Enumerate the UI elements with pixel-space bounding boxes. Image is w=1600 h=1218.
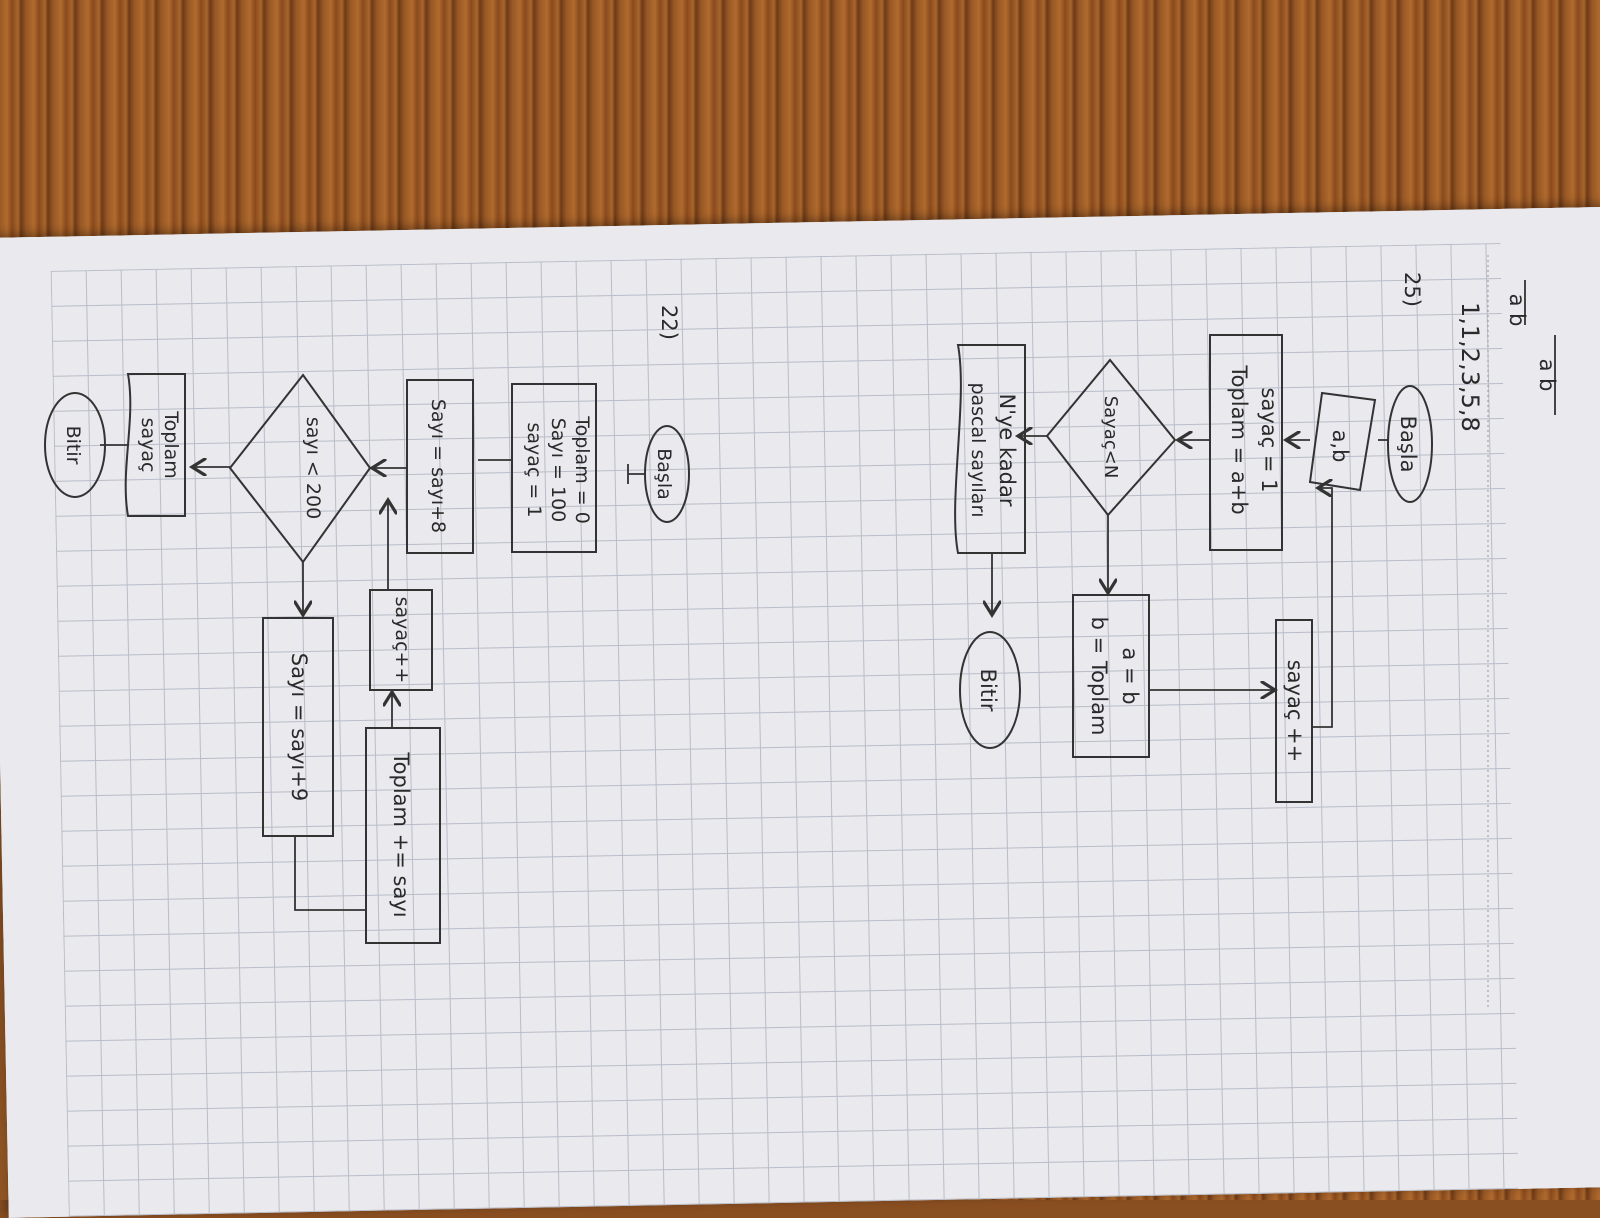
- flow25-update-line1: a = b: [1118, 647, 1142, 704]
- flow22-step8-text: Sayı = sayı+8: [427, 399, 449, 533]
- flow25-init-line1: sayaç = 1: [1257, 388, 1281, 493]
- flow25-start-text: Başla: [1396, 416, 1420, 473]
- flow25-output-line2: pascal sayıları: [967, 382, 989, 517]
- flow25-end-text: Bitir: [976, 669, 1000, 712]
- flow22-arrow-step9-sum: [294, 836, 365, 911]
- flow25-end-oval: [959, 631, 1021, 749]
- flow25-update-line2: b = Toplam: [1087, 617, 1111, 736]
- flow22-sum-box: [365, 727, 441, 944]
- flow25-input-parallelogram: [1308, 391, 1377, 492]
- flow25-update-box: [1072, 594, 1150, 758]
- fraction-bottom-text: a b: [1505, 294, 1529, 327]
- flowchart-25: 25) Başla a,b sayaç = 1 Toplam = a+b Say…: [954, 272, 1433, 803]
- flow22-decision-text: sayı < 200: [302, 417, 324, 519]
- flow22-end-oval: [44, 392, 106, 498]
- flow22-output-document: [124, 373, 186, 517]
- flow25-init-box: [1209, 334, 1283, 551]
- flow25-decision-text: Sayaç<N: [1100, 396, 1121, 479]
- sequence-note: a b a b 1,1,2,3,5,8: [1456, 255, 1559, 1010]
- flow25-output-document: [954, 344, 1026, 554]
- flow22-step9-box: [262, 617, 334, 837]
- flow22-end-text: Bitir: [62, 426, 84, 465]
- flow22-init-line2: Sayı = 100: [547, 418, 569, 523]
- flow22-init-box: [511, 383, 597, 553]
- fraction-top-text: a b: [1535, 359, 1559, 392]
- flow22-decision-diamond: [228, 373, 372, 564]
- flow22-step8-box: [406, 379, 474, 554]
- flow22-output-line1: Toplam: [160, 410, 182, 479]
- flow22-output-line2: sayaç: [137, 418, 159, 473]
- flow22-step9-text: Sayı = sayı+9: [287, 653, 311, 801]
- fibonacci-series-text: 1,1,2,3,5,8: [1456, 302, 1484, 432]
- flow25-output-line1: N'ye kadar: [995, 394, 1019, 507]
- flowchart-22: 22) Başla Toplam = 0 Sayı = 100 sayaç = …: [44, 305, 690, 944]
- flow25-loop-back-arrow: [1312, 488, 1333, 728]
- flow22-sum-text: Toplam += sayı: [389, 751, 413, 917]
- flow25-increment-text: sayaç ++: [1283, 660, 1307, 763]
- flow25-input-text: a,b: [1328, 430, 1352, 463]
- flow22-increment-text: sayaç++: [391, 597, 413, 684]
- flow22-number: 22): [657, 305, 681, 340]
- flow25-init-line2: Toplam = a+b: [1227, 364, 1251, 514]
- flow22-start-text: Başla: [653, 448, 675, 500]
- flow25-start-oval: [1387, 385, 1433, 503]
- flow25-number: 25): [1400, 272, 1424, 307]
- flow22-init-line1: Toplam = 0: [571, 415, 593, 524]
- flow22-increment-box: [369, 589, 433, 691]
- flow22-init-line3: sayaç = 1: [523, 423, 545, 518]
- flow25-increment-box: [1275, 619, 1313, 803]
